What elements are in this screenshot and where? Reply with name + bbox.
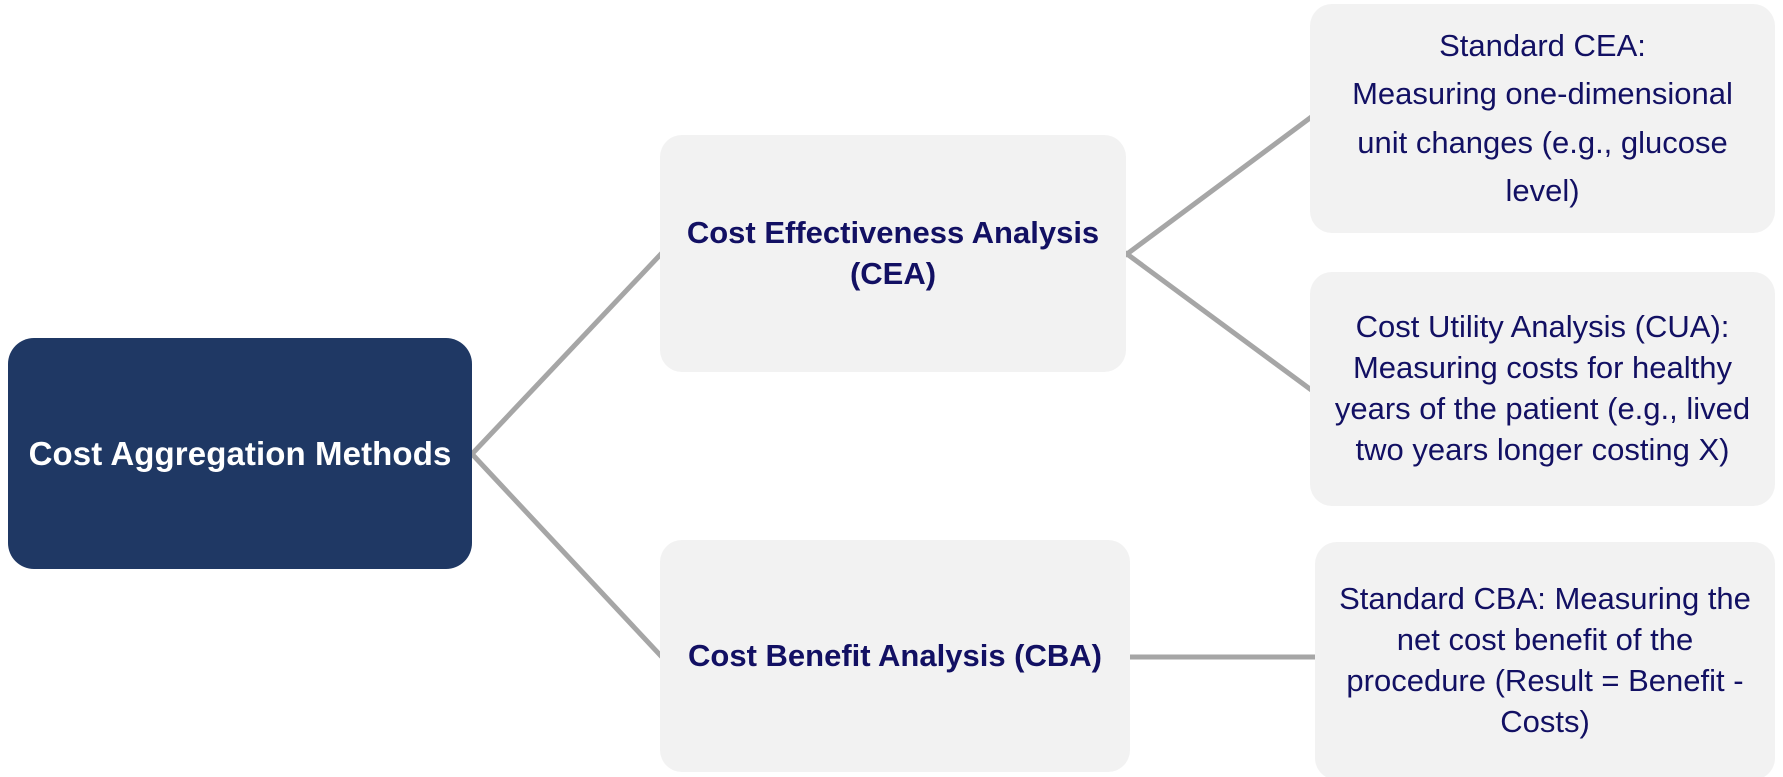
node-cea-label: Cost Effectiveness Analysis (CEA) [686, 215, 1100, 291]
node-root-label: Cost Aggregation Methods [28, 434, 452, 472]
node-standard-cea-label: Standard CEA: Measuring one-dimensional … [1352, 28, 1733, 208]
node-cost-benefit-analysis[interactable]: Cost Benefit Analysis (CBA) [660, 540, 1130, 772]
node-root[interactable]: Cost Aggregation Methods [8, 338, 472, 569]
node-cba-label: Cost Benefit Analysis (CBA) [688, 637, 1102, 673]
edge-cea-to-standard-cea [1123, 114, 1314, 258]
edge-root-to-cea [468, 251, 664, 458]
node-standard-cba[interactable]: Standard CBA: Measuring the net cost ben… [1315, 542, 1775, 777]
node-standard-cea[interactable]: Standard CEA: Measuring one-dimensional … [1310, 4, 1775, 233]
node-standard-cba-label: Standard CBA: Measuring the net cost ben… [1339, 581, 1751, 739]
node-cua-label: Cost Utility Analysis (CUA): Measuring c… [1334, 309, 1751, 467]
node-cost-effectiveness-analysis[interactable]: Cost Effectiveness Analysis (CEA) [660, 135, 1126, 372]
edge-root-to-cba [468, 450, 664, 659]
node-cost-utility-analysis[interactable]: Cost Utility Analysis (CUA): Measuring c… [1310, 272, 1775, 506]
edge-cea-to-cua [1123, 250, 1314, 393]
